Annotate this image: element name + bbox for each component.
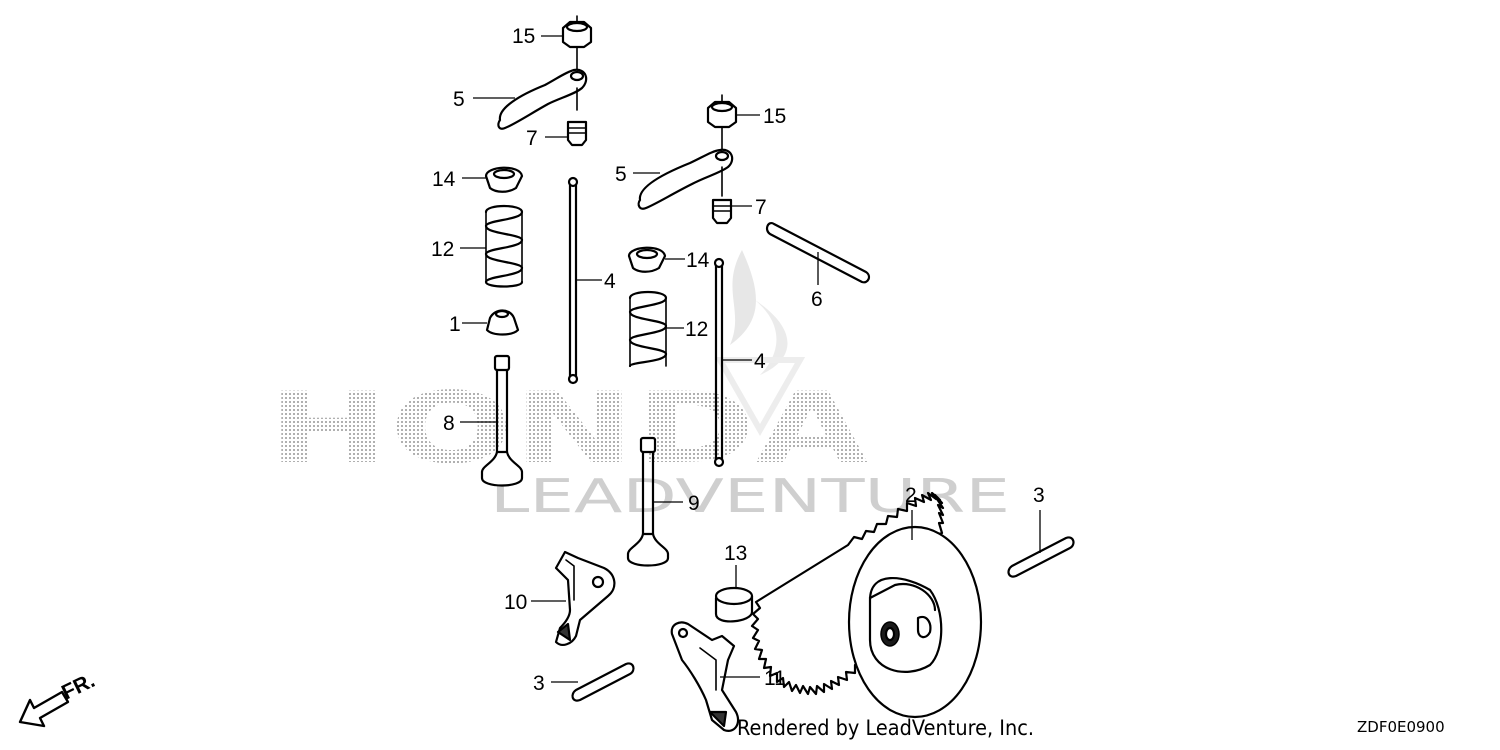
callout-6: 6 [811,288,823,311]
part-valve-intake [480,354,524,487]
callout-1: 1 [449,313,461,336]
part-camshaft-gear [750,491,983,719]
callout-7-left: 7 [526,127,538,150]
front-direction-arrow: FR. [18,669,99,728]
part-collar [714,586,754,623]
part-pin-right [1007,536,1075,578]
part-nut-right [706,94,738,161]
callout-12-right: 12 [685,318,708,341]
watermark: HONDA LEADVENTURE [268,250,1010,523]
watermark-brand: HONDA [268,372,868,486]
callout-4-left: 4 [604,270,616,293]
part-pin-left [571,662,635,702]
part-pivot-left [566,120,588,147]
part-spring-right [628,290,668,368]
part-nut-left [561,15,593,71]
callout-15-right: 15 [763,105,786,128]
callout-11: 11 [764,667,786,690]
part-tappet-bracket-right [670,621,740,732]
part-valve-exhaust [626,436,670,567]
callout-13: 13 [724,542,747,565]
callout-14-left: 14 [432,168,456,191]
callout-3-left: 3 [533,672,545,695]
callout-5-right: 5 [615,163,627,186]
callout-9: 9 [688,492,700,515]
callout-4-right: 4 [754,350,766,373]
part-rocker-arm-right [637,148,734,210]
callout-15-left: 15 [512,25,535,48]
part-spring-left [484,204,524,288]
part-rocker-arm-left [497,68,588,130]
callout-2: 2 [905,484,917,507]
part-pushrod-left [567,176,579,385]
part-retainer-left [484,166,524,193]
callout-8: 8 [443,412,455,435]
callout-3-right: 3 [1033,484,1045,507]
part-tappet-bracket-left [554,550,616,646]
callout-12-left: 12 [431,238,454,261]
callout-5-left: 5 [453,88,465,111]
callout-7-right: 7 [755,196,767,219]
flame-logo [714,250,806,437]
render-credit: Rendered by LeadVenture, Inc. [737,716,1034,740]
part-pivot-right [711,198,733,225]
part-retainer-right [627,246,667,273]
diagram-code: ZDF0E0900 [1357,718,1445,736]
callout-14-right: 14 [686,249,710,272]
part-pushrod-right [713,257,725,468]
callout-10: 10 [504,591,527,614]
part-stem-seal [485,309,520,336]
